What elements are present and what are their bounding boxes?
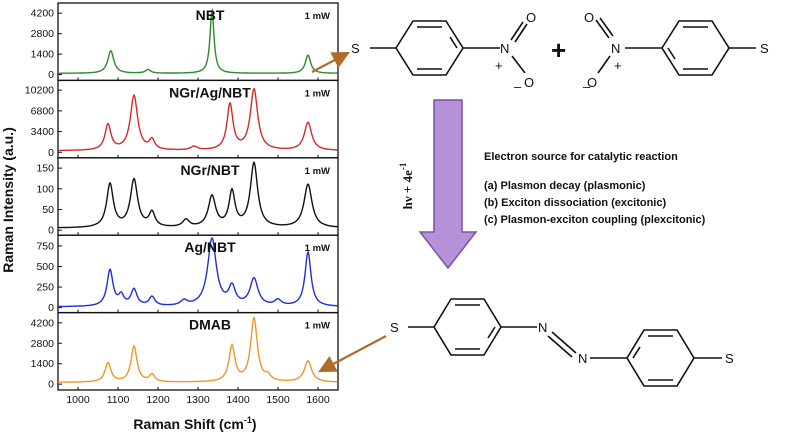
- reactant-molecule-right: [595, 17, 756, 76]
- reactant-molecule-left: [370, 20, 528, 76]
- y-tick-label-ngr-ag-nbt: 0: [48, 147, 54, 159]
- x-tick-label: 1300: [186, 394, 210, 406]
- minus-charge-left: –: [514, 79, 522, 94]
- x-tick-label: 1100: [107, 394, 130, 406]
- panel-power-ngr-nbt: 1 mW: [305, 166, 330, 177]
- y-tick-label-ngr-nbt: 100: [36, 183, 54, 195]
- y-tick-label-ngr-ag-nbt: 6800: [31, 105, 55, 117]
- x-tick-label: 1600: [306, 394, 330, 406]
- spectrum-ag-nbt: [58, 236, 338, 308]
- panel-title-dmab: DMAB: [189, 317, 231, 333]
- raman-chart: 0 1400 2800 4200 NBT 1 mW 0 3400 6800 10200 NGr/Ag…: [25, 2, 339, 406]
- s-atom-product-left: S: [390, 320, 399, 335]
- y-tick-label-ngr-nbt: 150: [36, 163, 54, 175]
- panel-title-nbt: NBT: [196, 7, 225, 23]
- y-tick-label-ag-nbt: 0: [48, 302, 54, 314]
- y-tick-label-ngr-ag-nbt: 3400: [31, 126, 55, 138]
- x-tick-label: 1000: [66, 394, 90, 406]
- note-b: (b) Exciton dissociation (excitonic): [484, 197, 666, 209]
- x-tick-label: 1200: [146, 394, 170, 406]
- s-atom-left-reactant: S: [351, 41, 360, 56]
- pointer-dmab: [318, 335, 387, 373]
- o-atom-left-reactant-bottom: O: [524, 75, 534, 90]
- y-tick-label-ag-nbt: 250: [36, 282, 54, 294]
- spectrum-ngr-ag-nbt: [58, 87, 338, 152]
- panel-title-ngr-nbt: NGr/NBT: [180, 162, 240, 178]
- product-molecule: [408, 298, 722, 387]
- y-axis-title: Raman Intensity (a.u.): [0, 127, 16, 272]
- o-atom-right-reactant-bottom: O: [587, 75, 597, 90]
- spectrum-ngr-nbt: [58, 161, 338, 229]
- minus-charge-right: –: [583, 79, 591, 94]
- panel-power-ngr-ag-nbt: 1 mW: [305, 88, 330, 99]
- x-tick-label: 1500: [266, 394, 290, 406]
- y-tick-label-ag-nbt: 500: [36, 261, 54, 273]
- y-tick-label-nbt: 1400: [31, 49, 55, 61]
- y-tick-label-dmab: 1400: [31, 358, 55, 370]
- notes-title: Electron source for catalytic reaction: [484, 151, 678, 163]
- reaction-arrow: [418, 99, 478, 270]
- n-atom-right-reactant: N: [611, 41, 620, 56]
- plus-sign: +: [551, 35, 566, 65]
- y-tick-label-ag-nbt: 750: [36, 240, 54, 252]
- x-tick-label: 1400: [226, 394, 250, 406]
- y-tick-label-nbt: 0: [48, 69, 54, 81]
- y-tick-label-dmab: 2800: [31, 338, 55, 350]
- spectrum-dmab: [58, 316, 338, 383]
- panel-title-ag-nbt: Ag/NBT: [184, 239, 236, 255]
- y-tick-label-dmab: 4200: [31, 317, 55, 329]
- y-tick-label-nbt: 2800: [31, 28, 55, 40]
- y-tick-label-ngr-ag-nbt: 10200: [25, 85, 54, 97]
- o-atom-right-reactant-top: O: [584, 10, 594, 25]
- panel-title-ngr-ag-nbt: NGr/Ag/NBT: [169, 84, 251, 100]
- y-tick-label-nbt: 4200: [31, 8, 55, 20]
- y-tick-label-ngr-nbt: 0: [48, 225, 54, 237]
- x-axis-title: Raman Shift (cm-1): [133, 415, 256, 432]
- spectrum-nbt: [58, 7, 338, 74]
- note-c: (c) Plasmon-exciton coupling (plexcitoni…: [484, 214, 706, 226]
- panel-power-ag-nbt: 1 mW: [305, 243, 330, 254]
- o-atom-left-reactant-top: O: [526, 10, 536, 25]
- pointer-nbt: [311, 51, 350, 73]
- n-atom-left-reactant: N: [500, 41, 509, 56]
- y-tick-label-ngr-nbt: 50: [42, 204, 54, 216]
- s-atom-product-right: S: [725, 351, 734, 366]
- panel-power-nbt: 1 mW: [305, 11, 330, 22]
- note-a: (a) Plasmon decay (plasmonic): [484, 180, 646, 192]
- s-atom-right-reactant: S: [760, 41, 769, 56]
- plus-charge-right: +: [614, 58, 622, 73]
- panel-power-dmab: 1 mW: [305, 321, 330, 332]
- y-tick-label-dmab: 0: [48, 379, 54, 391]
- n-atom-product-2: N: [578, 351, 587, 366]
- arrow-label: hν + 4e-1: [398, 162, 415, 209]
- n-atom-product-1: N: [538, 320, 547, 335]
- plus-charge-left: +: [495, 58, 503, 73]
